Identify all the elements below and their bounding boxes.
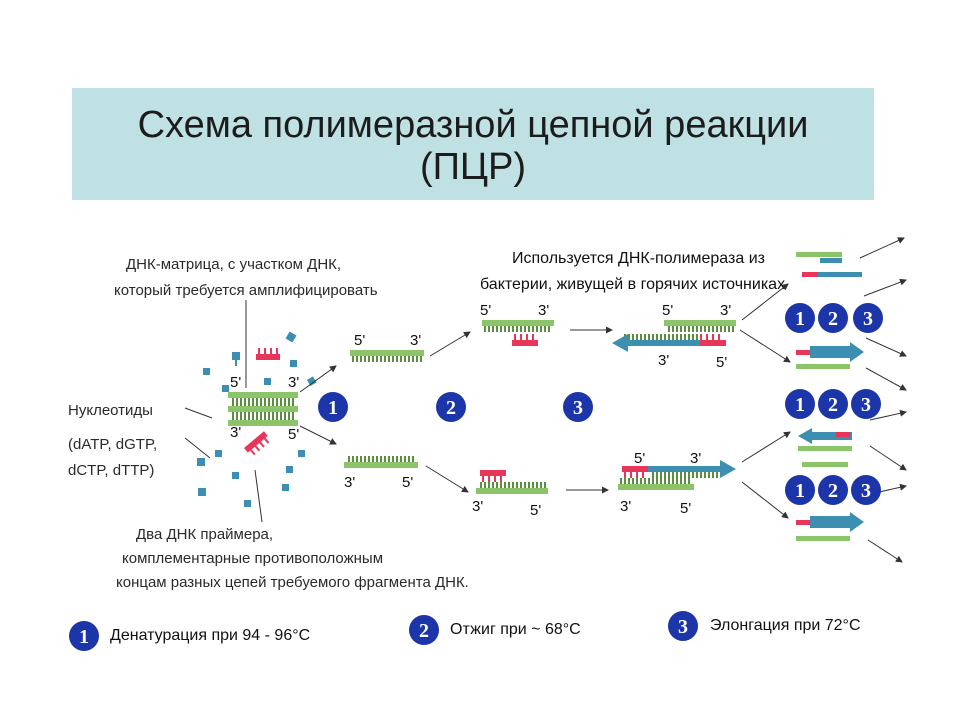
arrow-anneal-down: [425, 465, 469, 493]
primers-label-line3: концам разных цепей требуемого фрагмента…: [116, 574, 469, 591]
nucleotides-list-line2: dCTP, dTTP): [68, 462, 155, 479]
end-label-3-elong-bottom: 3': [620, 498, 632, 515]
polymerase-label-line2: бактерии, живущей в горячих источниках: [480, 276, 786, 293]
elongating-strand-bottom: [618, 460, 736, 490]
legend-elongation: Элонгация при 72°С: [710, 617, 861, 634]
primers-label-line1: Два ДНК праймера,: [136, 526, 274, 543]
end-label-3-denat-bottom: 3': [344, 474, 356, 491]
template-label-line1: ДНК-матрица, с участком ДНК,: [126, 256, 342, 273]
initial-dna: [228, 392, 298, 426]
free-primers: [244, 348, 280, 456]
cycle-arrows: [739, 237, 907, 563]
end-label-3-elong-top: 3': [720, 302, 732, 319]
nucleotide-pointer-2: [184, 437, 211, 459]
end-label-3-elong-bottom-new: 3': [690, 450, 702, 467]
end-label-3-anneal-top: 3': [538, 302, 550, 319]
end-label-5-elong-bottom-new: 5': [634, 450, 646, 467]
template-label-line2: который требуется амплифицировать: [114, 282, 378, 299]
page-title-abbr: (ПЦР): [419, 146, 527, 188]
end-label-5-elong-top-new: 5': [716, 354, 728, 371]
primer-pointer: [254, 469, 263, 523]
nucleotides-label: Нуклеотиды: [68, 402, 153, 419]
legend-denaturation: Денатурация при 94 - 96°С: [110, 627, 311, 644]
end-label-5-elong-bottom: 5': [680, 500, 692, 517]
product-strands: [796, 252, 864, 541]
primers-label-line2: комплементарные противоположным: [122, 550, 384, 567]
end-label-5-anneal-bottom: 5': [530, 502, 542, 519]
arrow-denat-down: [299, 425, 337, 445]
elongating-strand-top: [612, 320, 736, 352]
end-label-5-denat-bottom: 5': [402, 474, 414, 491]
page-title: Схема полимеразной цепной реакции: [137, 104, 809, 146]
single-strand-top: [350, 350, 424, 362]
nucleotides-list-line1: (dATP, dGTP,: [68, 436, 158, 453]
title-banner: Схема полимеразной цепной реакции (ПЦР): [72, 88, 874, 200]
end-label-5-anneal-top: 5': [480, 302, 492, 319]
end-label-5-elong-top: 5': [662, 302, 674, 319]
nucleotide-pointer-1: [184, 407, 213, 419]
end-label-3-initial-top: 3': [288, 374, 300, 391]
annealed-strand-bottom: [476, 470, 548, 494]
polymerase-label-line1: Используется ДНК-полимераза из: [512, 250, 765, 267]
nucleotides: [197, 331, 317, 507]
annealed-strand-top: [482, 320, 554, 346]
end-label-3-initial-bottom: 3': [230, 424, 242, 441]
end-label-3-denat-top: 3': [410, 332, 422, 349]
end-label-3-anneal-bottom: 3': [472, 498, 484, 515]
single-strand-bottom: [344, 456, 418, 468]
end-label-5-initial-top: 5': [230, 374, 242, 391]
end-label-5-initial-bottom: 5': [288, 426, 300, 443]
legend-annealing: Отжиг при ~ 68°С: [450, 621, 581, 638]
end-label-3-elong-top-new: 3': [658, 352, 670, 369]
end-label-5-denat-top: 5': [354, 332, 366, 349]
arrow-anneal-up: [429, 331, 471, 357]
arrow-denat-up: [299, 365, 337, 393]
